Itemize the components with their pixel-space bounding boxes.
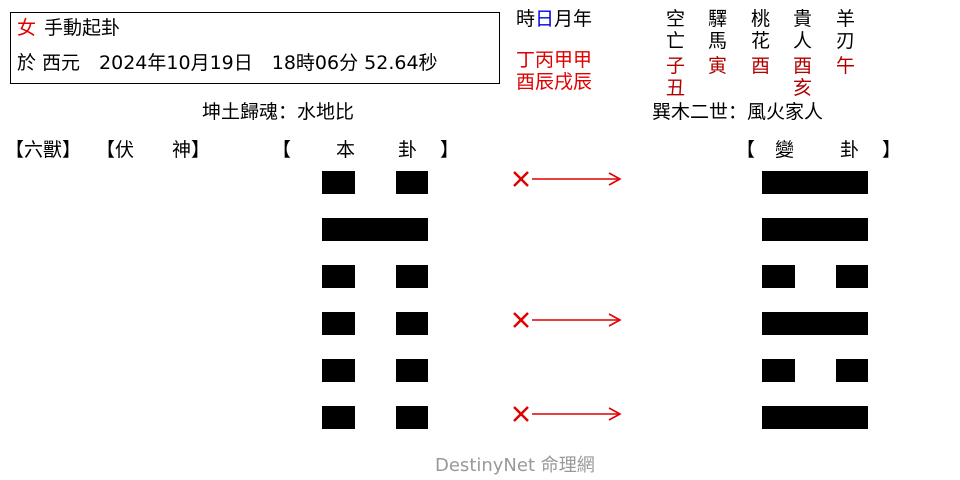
header-fushen: 【伏 神】 bbox=[96, 139, 211, 161]
pillar-month-label: 月 bbox=[554, 8, 574, 30]
bian-gua-name: 巽木二世：風火家人 bbox=[652, 101, 824, 123]
yin-line-right bbox=[396, 312, 428, 335]
shensha-value: 子 bbox=[666, 55, 686, 77]
header-ben-open: 【 bbox=[272, 139, 292, 161]
shensha-name-top: 桃 bbox=[751, 8, 771, 30]
bian-yang-line bbox=[762, 171, 868, 194]
info-box bbox=[10, 12, 500, 84]
bian-yin-line-left bbox=[762, 265, 795, 288]
gender-label: 女 bbox=[17, 17, 37, 39]
pillar-branches: 酉辰戌辰 bbox=[516, 71, 593, 93]
shensha-name-bottom: 馬 bbox=[708, 30, 728, 52]
bian-yang-line bbox=[762, 406, 868, 429]
moving-arrow bbox=[510, 168, 622, 190]
bian-yang-line bbox=[762, 312, 868, 335]
shensha-name-top: 驛 bbox=[708, 8, 728, 30]
yin-line-left bbox=[322, 171, 355, 194]
yin-line-left bbox=[322, 359, 355, 382]
bian-yin-line-left bbox=[762, 359, 795, 382]
header-ben-close: 】 bbox=[440, 139, 460, 161]
moving-arrow-icon bbox=[513, 406, 622, 422]
header-ben-b: 卦 bbox=[398, 139, 418, 161]
shensha-name-bottom: 人 bbox=[793, 30, 813, 52]
bian-yin-line-right bbox=[836, 359, 868, 382]
pillar-day-label: 日 bbox=[535, 8, 555, 30]
shensha-value: 午 bbox=[836, 55, 856, 77]
method-label: 手動起卦 bbox=[44, 17, 121, 39]
header-liushou: 【六獸】 bbox=[5, 139, 82, 161]
yin-line-left bbox=[322, 312, 355, 335]
header-ben-a: 本 bbox=[336, 139, 356, 161]
shensha-value: 寅 bbox=[708, 55, 728, 77]
bian-yin-line-right bbox=[836, 265, 868, 288]
bian-yang-line bbox=[762, 218, 868, 241]
pillar-stems: 丁丙甲甲 bbox=[516, 49, 593, 71]
yang-line bbox=[322, 218, 428, 241]
shensha-name-bottom: 刃 bbox=[836, 30, 856, 52]
moving-arrow-icon bbox=[513, 312, 622, 328]
pillar-hour-label: 時 bbox=[516, 8, 536, 30]
date-line: 於 西元 2024年10月19日 18時06分 52.64秒 bbox=[17, 52, 438, 74]
pillar-header: 時日月年 bbox=[516, 8, 592, 30]
shensha-name-bottom: 亡 bbox=[666, 30, 686, 52]
shensha-value: 酉 bbox=[751, 55, 771, 77]
ben-gua-name: 坤土歸魂：水地比 bbox=[202, 101, 355, 123]
moving-arrow bbox=[510, 309, 622, 331]
header-bian-open: 【 bbox=[736, 139, 756, 161]
yin-line-right bbox=[396, 359, 428, 382]
shensha-value: 丑 bbox=[666, 77, 686, 99]
shensha-name-top: 羊 bbox=[836, 8, 856, 30]
shensha-value: 亥 bbox=[793, 77, 813, 99]
shensha-name-bottom: 花 bbox=[751, 30, 771, 52]
shensha-value: 酉 bbox=[793, 55, 813, 77]
yin-line-left bbox=[322, 265, 355, 288]
header-bian-b: 卦 bbox=[840, 139, 860, 161]
shensha-name-top: 空 bbox=[666, 8, 686, 30]
moving-arrow-icon bbox=[513, 171, 622, 187]
yin-line-right bbox=[396, 406, 428, 429]
header-bian-close: 】 bbox=[882, 139, 902, 161]
moving-arrow bbox=[510, 403, 622, 425]
footer-brand: DestinyNet 命理網 bbox=[435, 455, 595, 476]
header-bian-a: 變 bbox=[775, 139, 795, 161]
yin-line-right bbox=[396, 265, 428, 288]
pillar-year-label: 年 bbox=[573, 8, 593, 30]
yin-line-left bbox=[322, 406, 355, 429]
yin-line-right bbox=[396, 171, 428, 194]
shensha-name-top: 貴 bbox=[793, 8, 813, 30]
